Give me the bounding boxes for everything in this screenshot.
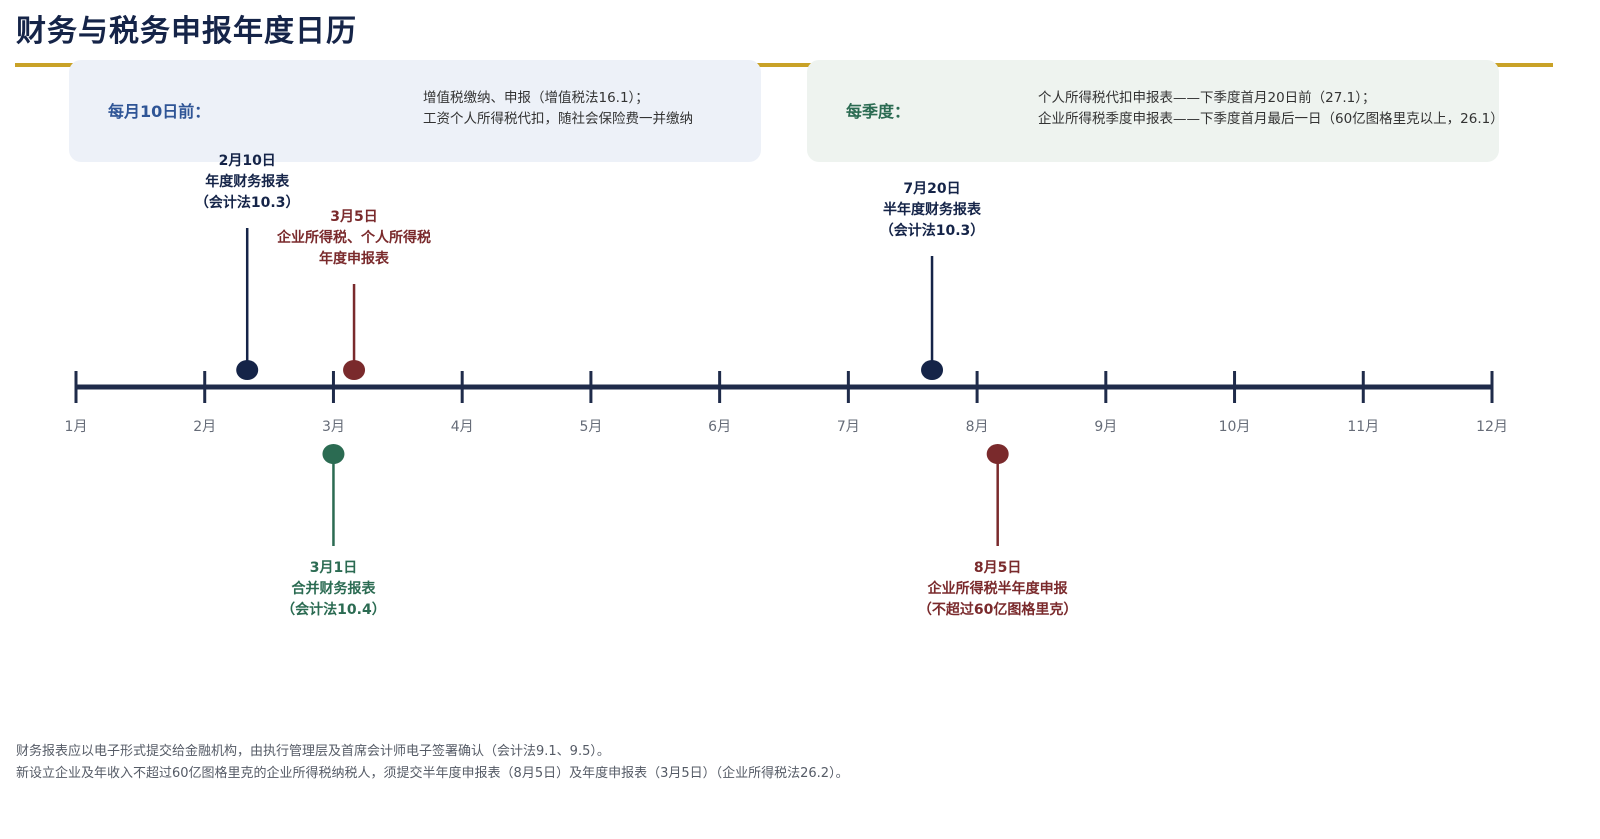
month-label: 8月 [965,419,989,435]
event-label: 2月10日年度财务报表 （会计法10.3） [195,151,300,214]
month-label: 1月 [64,419,88,435]
quarterly-line: 企业所得税季度申报表——下季度首月最后一日（60亿图格里克以上，26.1） [1038,111,1504,127]
monthly-line: 工资个人所得税代扣，随社会保险费一并缴纳 [423,111,693,127]
quarterly-label: 每季度： [846,102,911,121]
event-label: 3月1日合并财务报表 （会计法10.4） [281,558,386,621]
event-label: 3月5日企业所得税、个人所得税年度申报表 [277,207,431,270]
quarterly-lines: 个人所得税代扣申报表——下季度首月20日前（27.1）； 企业所得税季度申报表—… [1038,88,1504,130]
event-date: 7月20日 [903,181,961,197]
month-label: 11月 [1347,419,1380,435]
event-text: 年度财务报表 [205,174,290,190]
month-label: 3月 [321,419,345,435]
event-date: 3月5日 [330,209,378,225]
event-text: （会计法10.3） [194,195,300,211]
month-label: 4月 [450,419,474,435]
month-label: 9月 [1094,419,1118,435]
monthly-info-box: 每月10日前： 增值税缴纳、申报（增值税法16.1）； 工资个人所得税代扣，随社… [69,60,761,162]
month-label: 5月 [579,419,603,435]
monthly-lines: 增值税缴纳、申报（增值税法16.1）； 工资个人所得税代扣，随社会保险费一并缴纳 [423,88,693,130]
event-text: （会计法10.4） [281,602,386,618]
footnote: 新设立企业及年收入不超过60亿图格里克的企业所得税纳税人，须提交半年度申报表（8… [16,766,849,781]
monthly-label: 每月10日前： [108,102,211,121]
page-title: 财务与税务申报年度日历 [16,14,357,49]
footnotes: 财务报表应以电子形式提交给金融机构，由执行管理层及首席会计师电子签署确认（会计法… [16,741,849,785]
event-marker [322,444,345,464]
event-label: 7月20日半年度财务报表 （会计法10.3） [880,179,985,242]
monthly-line: 增值税缴纳、申报（增值税法16.1）； [423,90,649,106]
event-marker [986,444,1009,464]
quarterly-line: 个人所得税代扣申报表——下季度首月20日前（27.1）； [1038,90,1376,106]
event-date: 8月5日 [973,560,1022,576]
event-text: 半年度财务报表 [883,202,982,218]
event-marker [236,360,259,380]
title-rule [15,63,1553,67]
event-text: 企业所得税半年度申报 [927,581,1068,597]
month-label: 7月 [836,419,860,435]
event-label: 8月5日企业所得税半年度申报 （不超过60亿图格里克） [918,558,1077,621]
month-label: 2月 [193,419,217,435]
event-text: 企业所得税、个人所得税 [277,230,432,246]
event-marker [343,360,366,380]
footnote: 财务报表应以电子形式提交给金融机构，由执行管理层及首席会计师电子签署确认（会计法… [16,744,610,759]
event-text: （会计法10.3） [879,223,985,239]
month-label: 12月 [1476,419,1508,435]
month-label: 10月 [1218,419,1251,435]
event-date: 3月1日 [309,560,358,576]
event-text: （不超过60亿图格里克） [917,602,1078,618]
month-label: 6月 [708,419,732,435]
event-marker [921,360,944,380]
quarterly-info-box: 每季度： 个人所得税代扣申报表——下季度首月20日前（27.1）； 企业所得税季… [807,60,1504,162]
event-date: 2月10日 [218,153,276,169]
event-text: 合并财务报表 [291,581,376,597]
event-text: 年度申报表 [319,251,390,267]
